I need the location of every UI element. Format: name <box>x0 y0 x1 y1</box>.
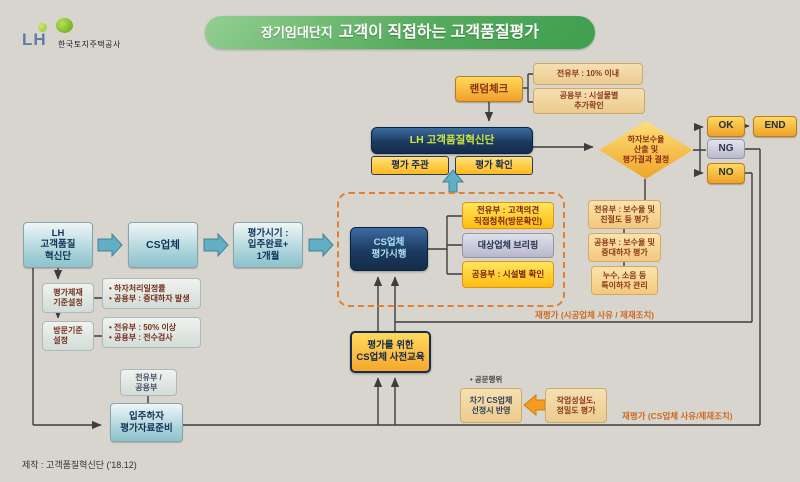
decision-diamond: 하자보수율 산출 및 평가결과 결정 <box>599 121 693 179</box>
sanction-box: 평가제재 기준설정 <box>42 283 94 313</box>
visit-box: 방문기준 설정 <box>42 321 94 351</box>
random-note-1: 전유부 : 10% 이내 <box>533 63 643 85</box>
decision-note-2: 공용부 : 보수율 및 중대하자 평가 <box>588 233 661 262</box>
left-innovation-box: LH 고객품질 혁신단 <box>23 222 93 268</box>
evaluation-item-3: 공용부 : 시설별 확인 <box>462 261 554 288</box>
move-in-box: 입주하자 평가자료준비 <box>110 403 183 442</box>
eval-confirm-box: 평가 확인 <box>455 156 533 175</box>
decision-note-3: 누수, 소음 등 특이하자 관리 <box>591 266 658 295</box>
decision-note-1: 전유부 : 보수율 및 친절도 등 평가 <box>588 200 661 229</box>
ng-box: NG <box>707 139 745 159</box>
cs-company-box: CS업체 <box>128 222 198 268</box>
reeval-constructor-label: 재평가 (시공업체 사유 / 제재조치) <box>535 310 655 320</box>
flow-arrow-right-1 <box>97 232 123 258</box>
footer-credit: 제작 : 고객품질혁신단 ('18.12) <box>22 460 137 470</box>
timing-box: 평가시기 : 입주완료+ 1개월 <box>233 222 303 268</box>
flow-arrow-left-orange <box>523 393 546 417</box>
part-note-box: 전유부 / 공용부 <box>120 369 177 396</box>
innovation-team-box: LH 고객품질혁신단 <box>371 127 533 154</box>
evaluation-dashed-area <box>337 192 565 307</box>
lh-logo: LH 한국토지주택공사 <box>18 6 188 52</box>
next-selection-box: 차기 CS업체 선정시 반영 <box>460 388 522 423</box>
reeval-cs-label: 재평가 (CS업체 사유/제재조치) <box>622 411 733 421</box>
random-note-2: 공용부 : 시설물별 추가확인 <box>533 88 645 114</box>
page-title-banner: 장기임대단지 고객이 직접하는 고객품질평가 <box>205 16 595 49</box>
lh-logo-subtitle: 한국토지주택공사 <box>58 40 121 49</box>
page-title-prefix: 장기임대단지 <box>260 24 333 40</box>
eval-host-box: 평가 주관 <box>371 156 449 175</box>
pre-education-box: 평가를 위한 CS업체 사전교육 <box>350 331 431 373</box>
sanction-note: • 하자처리일정률 • 공용부 : 중대하자 발생 <box>102 278 201 309</box>
evaluation-run-box: CS업체 평가시행 <box>350 227 428 271</box>
next-selection-note: • 공문행위 <box>470 375 503 384</box>
lh-logo-text: LH <box>22 30 47 49</box>
visit-note: • 전유부 : 50% 이상 • 공용부 : 전수검사 <box>102 317 201 348</box>
ok-box: OK <box>707 116 745 137</box>
evaluation-item-1: 전유부 : 고객의견 직접청취(방문확인) <box>462 202 554 229</box>
flow-arrow-right-3 <box>308 232 334 258</box>
lh-logo-circle-small <box>38 23 47 32</box>
flow-arrow-right-2 <box>203 232 229 258</box>
work-eval-box: 작업성실도, 정밀도 평가 <box>545 388 607 423</box>
random-check-box: 랜덤체크 <box>455 76 523 102</box>
lh-logo-circle-large <box>56 18 73 33</box>
no-box: NO <box>707 163 745 184</box>
page-title-main: 고객이 직접하는 고객품질평가 <box>338 23 540 41</box>
evaluation-item-2: 대상업체 브리핑 <box>462 233 554 258</box>
end-box: END <box>753 116 797 137</box>
